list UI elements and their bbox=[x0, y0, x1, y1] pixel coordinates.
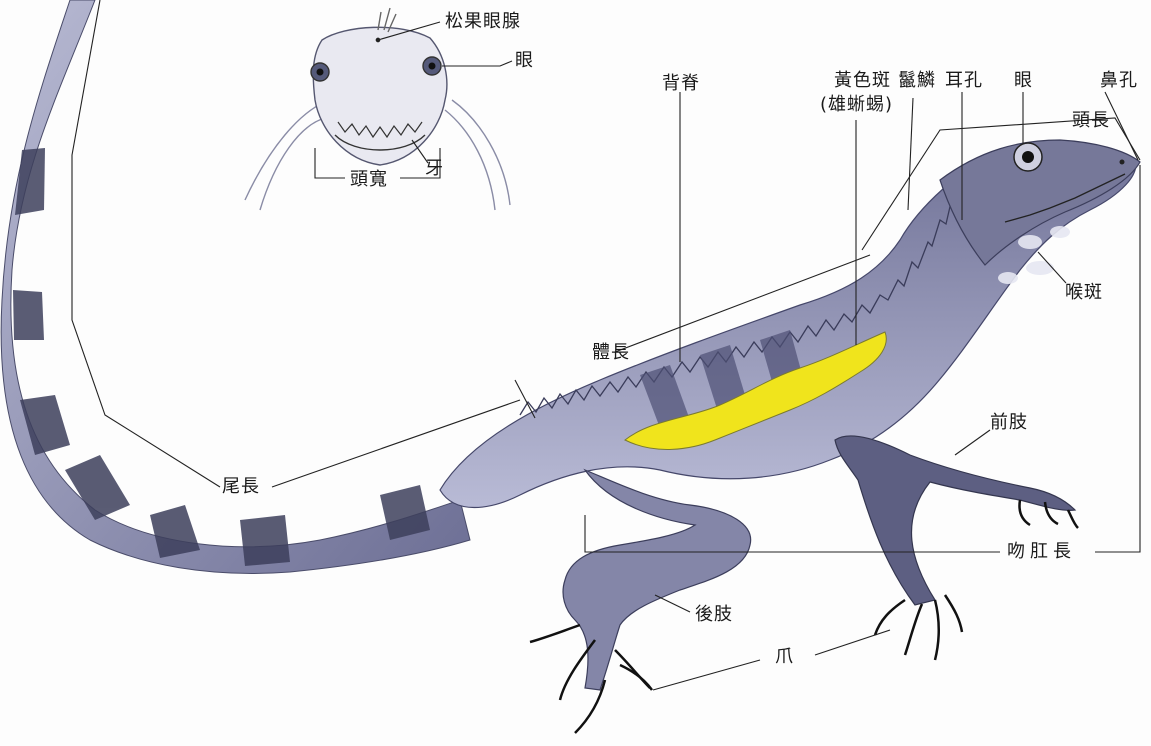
label-tail-length: 尾長 bbox=[222, 478, 260, 496]
label-teeth: 牙 bbox=[425, 160, 444, 178]
label-body-length: 體長 bbox=[592, 344, 630, 362]
label-snout-vent-length: 吻肛長 bbox=[1007, 543, 1076, 561]
label-claw: 爪 bbox=[775, 648, 794, 666]
label-yellow-spot-note: (雄蜥蜴) bbox=[820, 96, 893, 114]
nostril-graphic bbox=[1120, 160, 1125, 165]
label-forelimb: 前肢 bbox=[990, 414, 1028, 432]
label-nostril: 鼻孔 bbox=[1100, 72, 1138, 90]
hindlimb-graphic bbox=[563, 470, 751, 690]
label-crest-scales: 鬣鱗 bbox=[898, 72, 936, 90]
label-ear-hole: 耳孔 bbox=[945, 72, 983, 90]
label-head-width: 頭寬 bbox=[350, 171, 388, 189]
label-throat-spot: 喉斑 bbox=[1065, 284, 1103, 302]
forelimb-graphic bbox=[835, 436, 1075, 605]
label-pineal-eye: 松果眼腺 bbox=[445, 13, 521, 31]
label-spine: 背脊 bbox=[662, 75, 700, 93]
label-hindlimb: 後肢 bbox=[695, 606, 733, 624]
label-eye-front-view: 眼 bbox=[515, 52, 534, 70]
label-yellow-spot: 黃色斑 bbox=[834, 72, 891, 90]
label-head-length: 頭長 bbox=[1072, 112, 1110, 130]
label-eye: 眼 bbox=[1014, 72, 1033, 90]
